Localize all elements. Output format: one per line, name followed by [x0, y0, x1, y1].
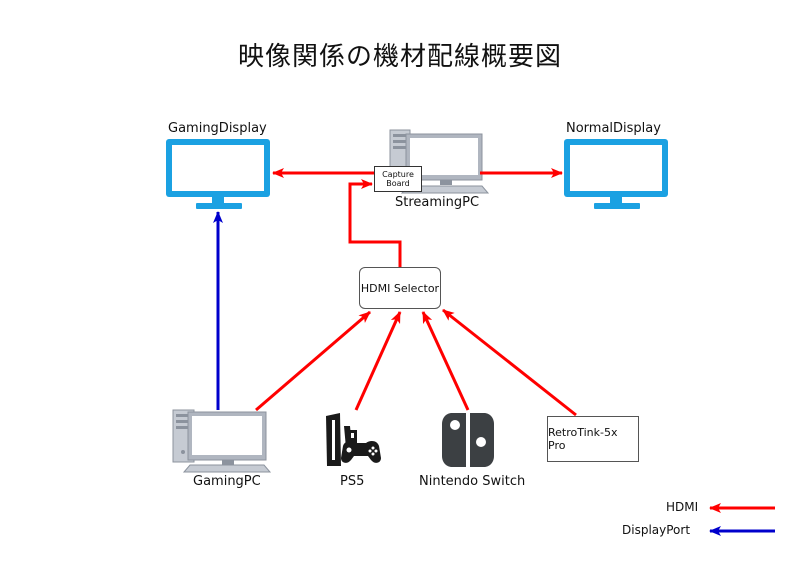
nintendo-switch-label: Nintendo Switch: [419, 474, 526, 489]
capture-board-label: Capture Board: [382, 170, 414, 188]
ps5-icon: [326, 413, 381, 466]
ps5-label: PS5: [340, 474, 365, 489]
gaming-pc-icon: [172, 409, 272, 473]
hdmi-arrow-retrotink-to-selector: [442, 308, 577, 417]
hdmi-selector-box: HDMI Selector: [359, 267, 441, 309]
hdmi-arrow-switch-to-selector: [421, 311, 470, 411]
page-title: 映像関係の機材配線概要図: [237, 42, 562, 72]
hdmi-arrow-gamingpc-to-selector: [255, 310, 371, 412]
gaming-display-monitor-icon: [166, 139, 270, 209]
retrotink-label: RetroTink-5x Pro: [548, 426, 618, 452]
streaming-pc-label: StreamingPC: [395, 195, 480, 210]
hdmi-arrow-ps5-to-selector: [354, 311, 402, 411]
hdmi-arrow-selector-to-capture: [348, 179, 402, 267]
gaming-pc-label: GamingPC: [193, 474, 261, 489]
nintendo-switch-icon: [442, 413, 494, 467]
hdmi-selector-label: HDMI Selector: [360, 281, 440, 295]
legend-hdmi-label: HDMI: [666, 500, 699, 514]
connections: [213, 168, 577, 417]
normal-display-label: NormalDisplay: [566, 121, 661, 136]
retrotink-box: RetroTink-5x Pro: [547, 416, 639, 462]
normal-display-monitor-icon: [564, 139, 668, 209]
capture-board-box: Capture Board: [374, 166, 422, 192]
gaming-display-label: GamingDisplay: [168, 121, 267, 136]
legend-displayport-label: DisplayPort: [622, 523, 691, 537]
